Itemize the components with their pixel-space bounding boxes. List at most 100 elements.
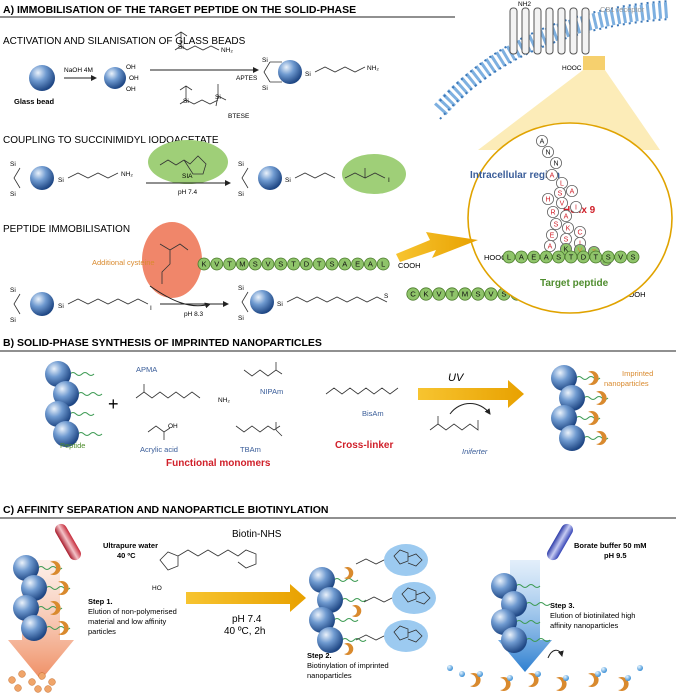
target-chain-residue: S: [556, 253, 561, 262]
imprinted-np: [58, 581, 69, 595]
svg-text:Si: Si: [238, 315, 244, 322]
svg-text:OH: OH: [168, 423, 178, 430]
water-tube: [55, 523, 81, 561]
bisam-label: BisAm: [362, 409, 384, 418]
eluted-particle: [14, 684, 22, 692]
peptide-long-residue-bead: [458, 287, 472, 301]
cb1-label: CB1 receptor: [600, 5, 645, 14]
step2-desc-2: nanoparticles: [307, 671, 352, 680]
peptide-short-residue-bead: [299, 257, 313, 271]
biotinylated-stack: [309, 544, 436, 655]
peptide-short-residue: S: [278, 260, 283, 269]
helix-residue: K: [566, 225, 571, 232]
helix-residue-bead: [544, 239, 557, 252]
peptide-short-residue-bead: [274, 257, 288, 271]
peptide-long-residue-bead: [419, 287, 433, 301]
eluted-particles: [8, 670, 56, 693]
cb1-nh2: NH2: [518, 1, 531, 8]
peptide-long-residue-bead: [445, 287, 459, 301]
stack-bead: [559, 385, 585, 411]
svg-text:Si: Si: [238, 285, 244, 292]
target-chain-residue-bead: [626, 250, 640, 264]
eluted-particle: [34, 685, 42, 693]
step1-desc-1: Elution of non-polymerised: [88, 607, 177, 616]
svg-text:NH₂: NH₂: [221, 47, 233, 54]
biotin-dot: [507, 675, 513, 681]
aptes-structure: [174, 31, 220, 51]
peptide-wavy: [69, 372, 95, 376]
helix-residue-bead: [566, 184, 579, 197]
peptide-short-residue-bead: [338, 257, 352, 271]
peptide-wavy: [525, 602, 551, 606]
peptide-short-residue-bead: [312, 257, 326, 271]
helix-residue: S: [554, 221, 559, 228]
section-b-title: B) SOLID-PHASE SYNTHESIS OF IMPRINTED NA…: [3, 337, 322, 349]
stack-bead: [551, 365, 577, 391]
immobilisation-arrow: [149, 285, 211, 309]
biotin-dot: [625, 675, 631, 681]
tbam-structure: [235, 422, 283, 437]
biotin-dot: [563, 675, 569, 681]
peptide-short-residue-bead: [248, 257, 262, 271]
peptide-long-residue: S: [475, 290, 480, 299]
target-chain-residue-bead: [589, 250, 603, 264]
cb1-hooc: HOOC: [562, 65, 582, 72]
eluted-particle: [18, 670, 26, 678]
peptide-short-residue: L: [381, 260, 385, 269]
svg-text:Si: Si: [238, 161, 244, 168]
stack-bead: [309, 607, 335, 633]
peptide-short-residue-bead: [363, 257, 377, 271]
helix-residue: C: [577, 229, 582, 236]
acrylic-label: Acrylic acid: [140, 445, 178, 454]
helix-residue: H: [545, 196, 550, 203]
acrylic-structure: [147, 425, 171, 440]
svg-text:Si: Si: [178, 44, 184, 51]
svg-text:Si: Si: [58, 177, 64, 184]
stack-bead: [21, 575, 47, 601]
biotin-dot: [601, 667, 607, 673]
target-chain-residue-bead: [502, 250, 516, 264]
svg-text:Si: Si: [277, 301, 283, 308]
peptide-long-residue: T: [450, 290, 455, 299]
stack-bead: [53, 421, 79, 447]
eluted-particle: [38, 672, 46, 680]
peptide-long-residue-bead: [432, 287, 446, 301]
step1-stack: [13, 555, 71, 641]
biotin-conditions: 40 ºC, 2h: [224, 626, 265, 637]
step1-desc-3: particles: [88, 627, 116, 636]
svg-text:NH₂: NH₂: [218, 397, 230, 404]
svg-text:Si: Si: [10, 161, 16, 168]
peptide-short-residue: E: [355, 260, 360, 269]
svg-text:HO: HO: [152, 585, 162, 592]
step3-desc-2: affinity nanoparticles: [550, 621, 618, 630]
peptide-wavy: [341, 598, 367, 602]
peptide-bead-stack: [45, 361, 103, 447]
naoh-label: NaOH 4M: [64, 67, 93, 74]
bisam-structure: [325, 387, 399, 395]
stack-bead: [13, 595, 39, 621]
peptide-short-residue: V: [265, 260, 270, 269]
biotin-dot: [595, 671, 601, 677]
peptide-wavy: [69, 412, 95, 416]
transfer-arrow: [396, 232, 478, 262]
released-np: [470, 673, 481, 687]
helix-residue-bead: [536, 134, 549, 147]
svg-text:Si: Si: [262, 85, 268, 92]
zoom-cone: [478, 70, 660, 150]
target-chain-residue: V: [618, 253, 623, 262]
peptide-long-residue-bead: [406, 287, 420, 301]
immobilisation-ph: pH 8.3: [184, 311, 204, 318]
biotin-dot: [447, 665, 453, 671]
cysteine-highlight: [142, 222, 202, 298]
target-peptide-label: Target peptide: [540, 278, 609, 289]
helix-residue: E: [550, 232, 555, 239]
svg-text:NH₂: NH₂: [367, 65, 379, 72]
target-chain-residue-bead: [552, 250, 565, 264]
helix-residue: A: [570, 188, 575, 195]
biotin-dot: [637, 665, 643, 671]
glass-bead-label: Glass bead: [14, 97, 54, 106]
btese-label: BTESE: [228, 113, 250, 120]
